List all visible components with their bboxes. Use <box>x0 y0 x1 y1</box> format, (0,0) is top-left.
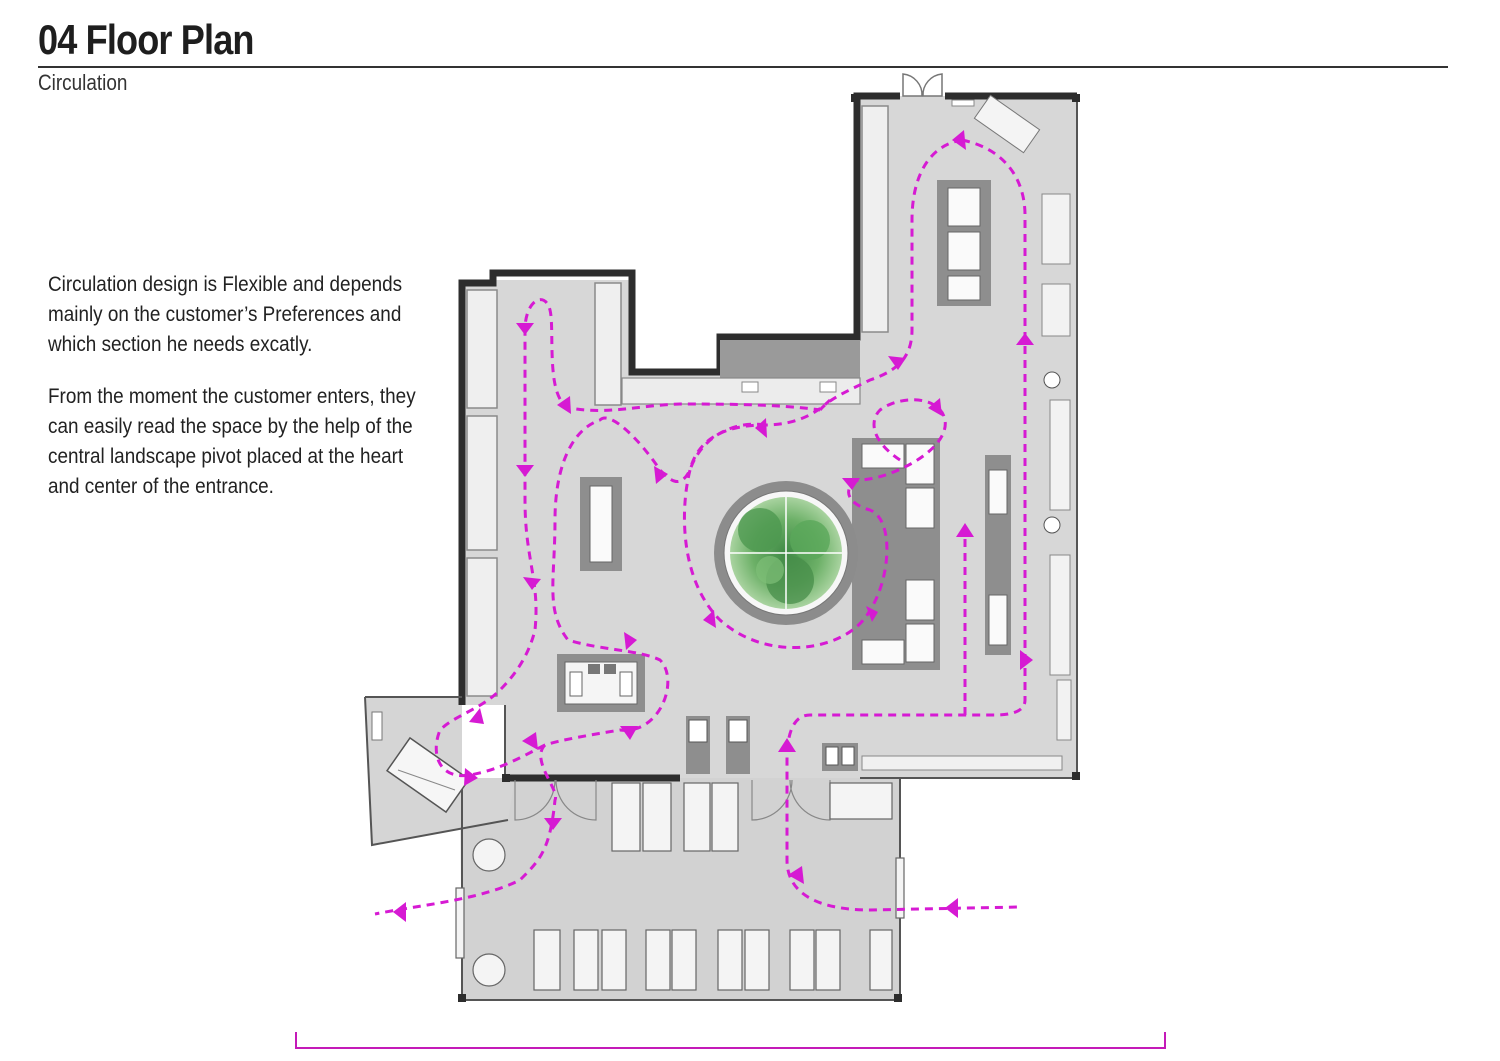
page-title: 04 Floor Plan <box>38 16 254 63</box>
left-table <box>580 477 622 571</box>
right-display-upper <box>937 94 1071 337</box>
description: Circulation design is Flexible and depen… <box>48 270 426 524</box>
description-paragraph-2: From the moment the customer enters, the… <box>48 385 416 498</box>
service-desk <box>557 654 645 712</box>
top-door <box>902 73 943 97</box>
bottom-bracket <box>295 1032 1166 1049</box>
lounge-bench <box>371 711 471 814</box>
left-shelving <box>466 105 889 697</box>
walls <box>458 92 1077 782</box>
sofa-display <box>852 438 940 670</box>
counter <box>621 340 861 405</box>
wall-posts <box>458 94 1080 1002</box>
page-subtitle: Circulation <box>38 70 128 95</box>
entrance-displays <box>455 782 905 991</box>
landscape-pivot <box>714 481 858 625</box>
description-paragraph-1: Circulation design is Flexible and depen… <box>48 273 403 356</box>
right-wall-elements <box>985 371 1072 741</box>
circulation-arrowheads <box>393 130 1034 922</box>
title-rule <box>38 66 1448 68</box>
entrance-fixtures <box>686 716 1063 774</box>
